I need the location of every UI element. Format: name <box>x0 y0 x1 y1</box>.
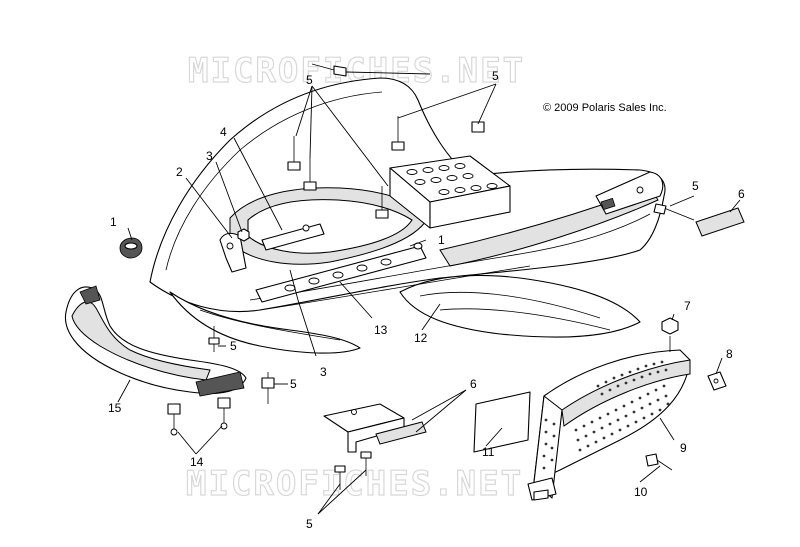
bolt-part-14-right <box>217 397 231 430</box>
bracket-part-6-lower <box>323 403 405 453</box>
bolt-part-5-d <box>375 186 389 219</box>
watermark-bottom: MICROFICHES.NET <box>186 464 523 504</box>
callout-3-lower: 3 <box>320 365 327 379</box>
bolt-part-5-a <box>287 136 301 171</box>
bolt-part-5-lower-c <box>334 465 346 490</box>
bolt-part-5-b <box>303 158 317 191</box>
callout-5-bottom: 5 <box>306 517 313 531</box>
callout-14: 14 <box>190 455 204 469</box>
callout-11: 11 <box>482 445 495 459</box>
callout-5-lower-left: 5 <box>230 339 237 353</box>
callout-labels: 1 1 2 3 3 4 5 5 5 5 5 5 6 6 7 8 9 10 11 … <box>108 69 745 531</box>
callout-2: 2 <box>176 165 183 179</box>
seat-mount-plate <box>389 155 511 229</box>
bolt-part-7 <box>661 317 679 352</box>
leader-lines <box>117 71 741 515</box>
callout-6-right: 6 <box>738 187 745 201</box>
bolt-part-5-e <box>471 121 485 133</box>
callout-5-upper-right: 5 <box>492 69 499 83</box>
crossbar-part-13 <box>255 245 427 303</box>
callout-1-right: 1 <box>438 233 445 247</box>
belly-pan-part-12 <box>399 274 641 338</box>
callout-12: 12 <box>414 331 428 345</box>
grommet-part-1-left <box>119 237 143 259</box>
callout-7: 7 <box>684 299 691 313</box>
bolt-part-5-right <box>653 203 695 221</box>
callout-5-right: 5 <box>692 179 699 193</box>
callout-1-left: 1 <box>110 215 117 229</box>
bumper-part-15 <box>64 285 247 397</box>
callout-13: 13 <box>374 323 388 337</box>
callout-15: 15 <box>108 401 122 415</box>
bracket-strip-part-4 <box>261 223 325 251</box>
callout-9: 9 <box>680 441 687 455</box>
decal-part-11 <box>473 391 531 453</box>
heat-shield-part-9 <box>527 349 691 501</box>
pad-part-6-lower <box>375 421 427 445</box>
bolt-part-5-lower-a <box>208 326 220 352</box>
clip-part-8 <box>707 371 727 391</box>
bolt-part-5-top <box>311 63 347 77</box>
callout-4: 4 <box>220 125 227 139</box>
callout-10: 10 <box>634 485 648 499</box>
bolt-part-5-c <box>391 116 405 151</box>
callout-5-upper-left: 5 <box>306 73 313 87</box>
callout-3-upper: 3 <box>206 149 213 163</box>
rivet-part-10 <box>645 453 673 471</box>
nut-part-3 <box>237 228 250 242</box>
copyright-notice: © 2009 Polaris Sales Inc. <box>543 102 667 114</box>
callout-6-lower: 6 <box>470 377 477 391</box>
callout-8: 8 <box>726 347 733 361</box>
bolt-part-5-lower-b <box>261 372 275 404</box>
angle-bracket-part-2 <box>219 232 247 273</box>
pad-part-6-right <box>695 207 745 237</box>
bolt-part-5-lower-d <box>360 451 372 476</box>
callout-5-lower-mid: 5 <box>290 377 297 391</box>
bolt-part-14-left <box>167 403 181 436</box>
